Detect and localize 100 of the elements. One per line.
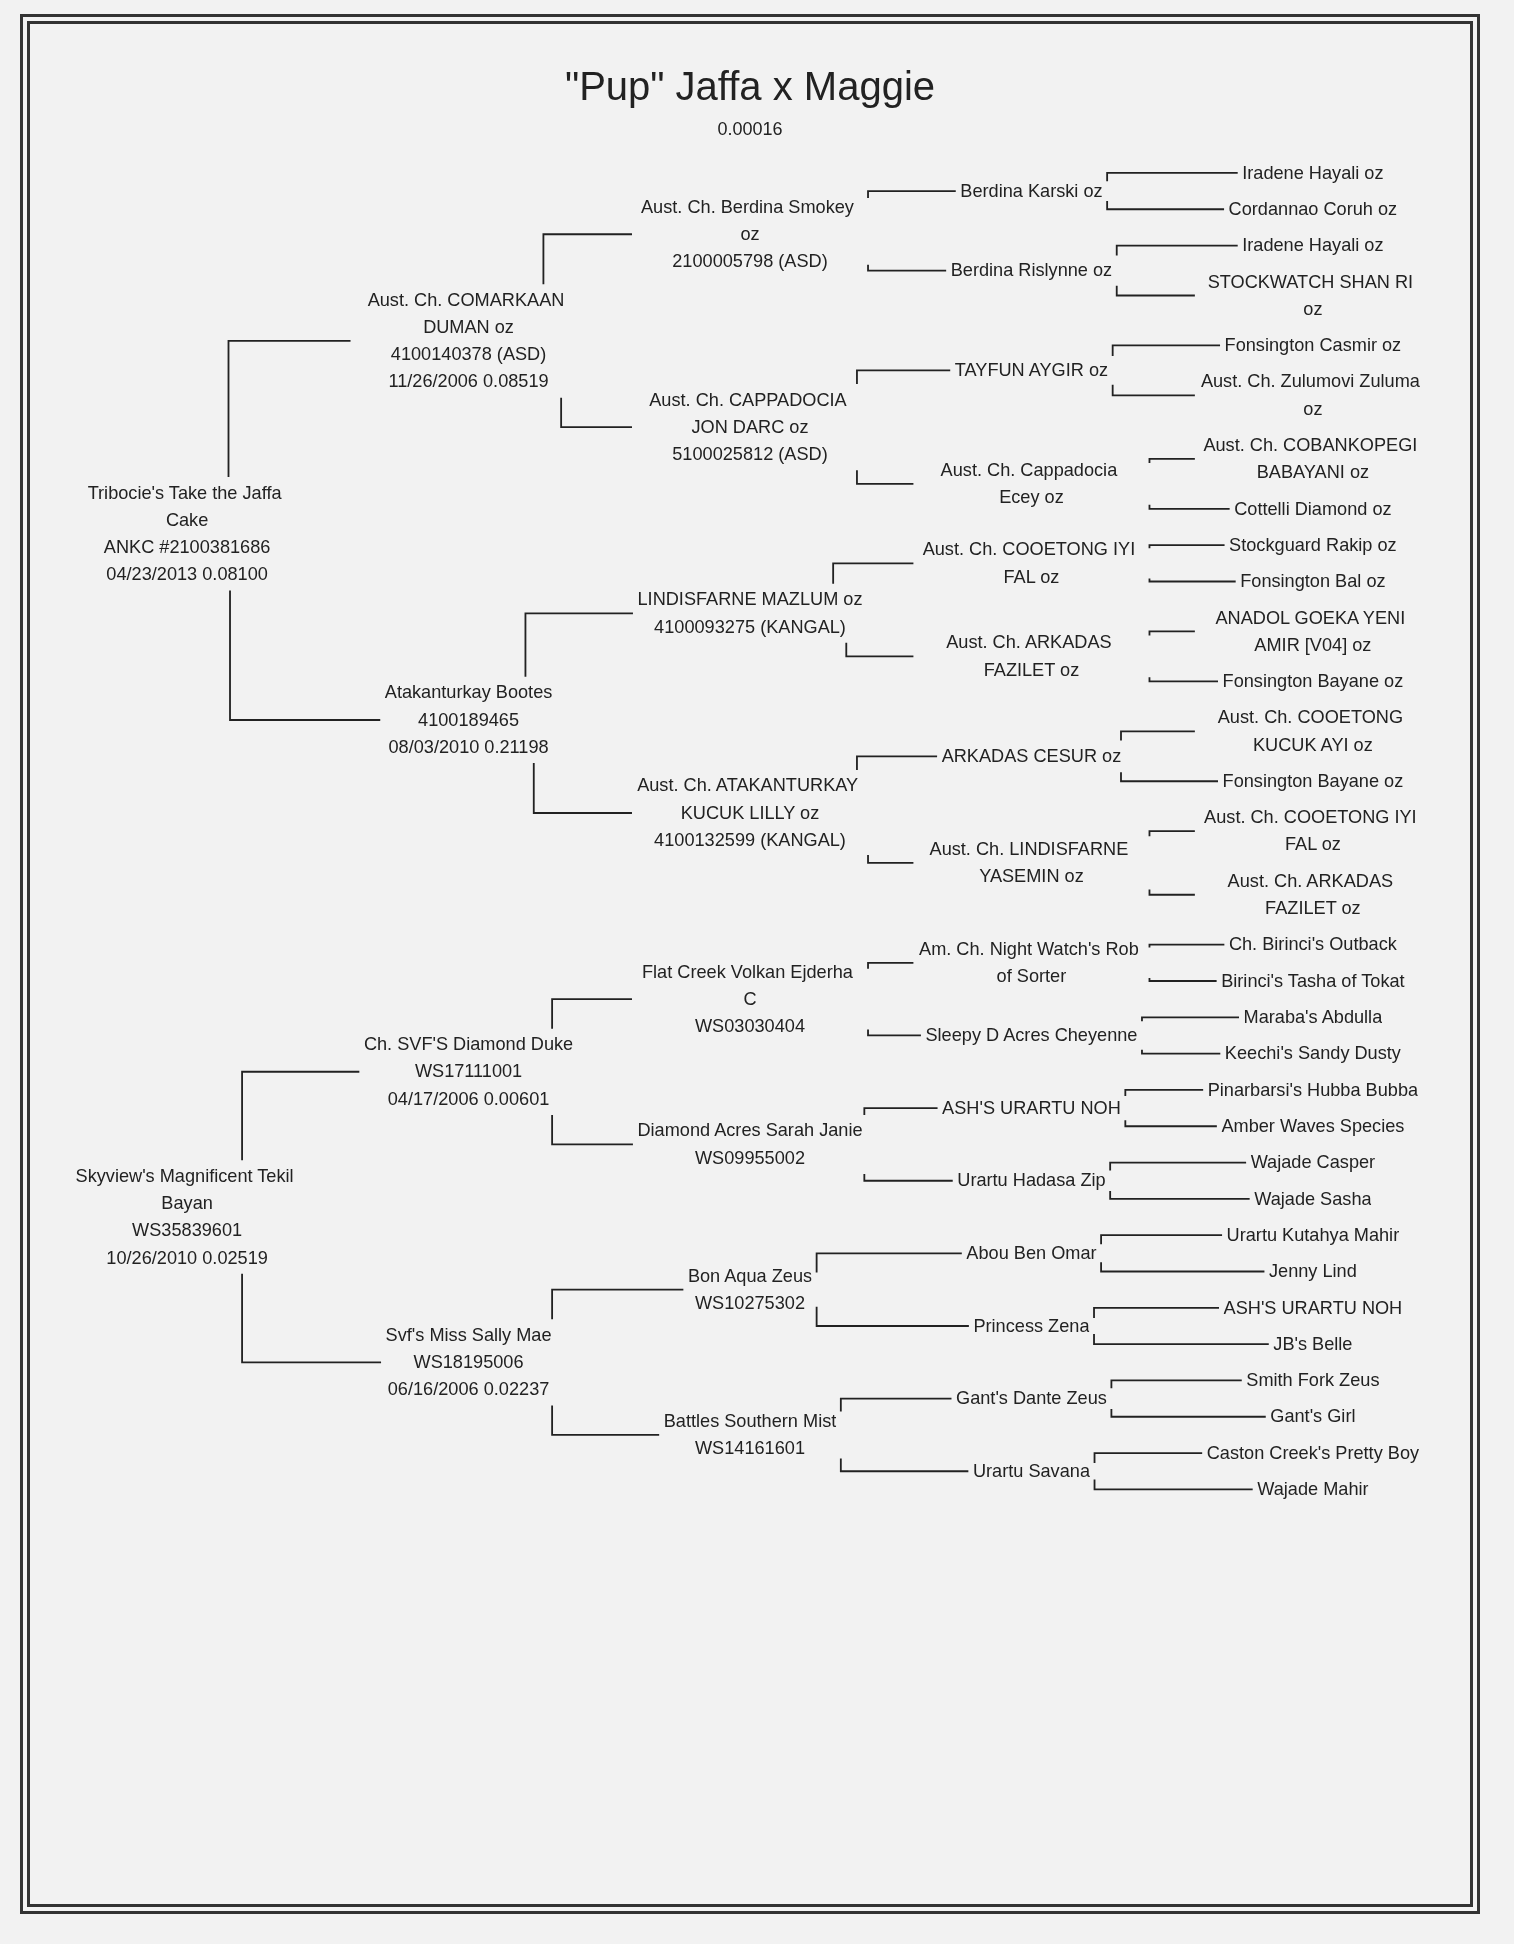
connector — [1111, 383, 1196, 397]
node-text: Fonsington Bayane oz — [1222, 671, 1404, 691]
node-text: Cottelli Diamond oz — [1234, 498, 1392, 518]
connector — [542, 233, 633, 286]
node-text: ANADOL GOEKA YENI AMIR [V04] oz — [1215, 607, 1406, 655]
connector — [241, 1070, 361, 1162]
connector — [1141, 1048, 1222, 1055]
node-text: Maraba's Abdulla — [1243, 1007, 1383, 1027]
connector — [1115, 284, 1196, 297]
node-text: Aust. Ch. COOETONG IYI FAL oz — [922, 539, 1136, 587]
node-text: Princess Zena — [973, 1315, 1090, 1336]
node-text: Diamond Acres Sarah Janie WS09955002 — [637, 1120, 863, 1168]
node-text: Wajade Casper — [1250, 1152, 1376, 1172]
node-text: Aust. Ch. Zulumovi Zuluma oz — [1200, 371, 1420, 419]
coefficient-label: 0.00016 — [717, 119, 783, 139]
connector — [1115, 244, 1239, 257]
node-text: Amber Waves Species — [1221, 1116, 1405, 1136]
connector — [1141, 1016, 1240, 1023]
node-text: Pinarbarsi's Hubba Bubba — [1207, 1079, 1419, 1100]
connector — [1148, 977, 1218, 982]
connector — [1120, 771, 1219, 783]
connector — [856, 469, 915, 485]
connector — [1148, 676, 1219, 683]
node-text: Wajade Sasha — [1254, 1188, 1372, 1208]
node-text: Atakanturkay Bootes 4100189465 08/03/2010 0.21198 — [384, 682, 553, 757]
node-text: ASH'S URARTU NOH — [1223, 1297, 1403, 1317]
node-text: Ch. SVF'S Diamond Duke WS17111001 04/17/2006 0.00601 — [363, 1034, 574, 1109]
connector — [1124, 1119, 1218, 1128]
node-text: Aust. Ch. ATAKANTURKAY KUCUK LILLY oz 4100132599 (KANGAL) — [637, 775, 858, 850]
connector — [832, 562, 915, 585]
connector — [1148, 544, 1226, 550]
connector — [867, 263, 948, 272]
node-text: Jenny Lind — [1268, 1261, 1357, 1281]
node-text: Urartu Savana — [972, 1461, 1090, 1481]
connector — [1148, 577, 1237, 583]
pedigree-tree: Tribocie's Take the Jaffa Cake ANKC #2100381686 04/23/2013 0.08100 Skyview's Magnificent Tekil Bayan WS35839601 10/26/2010 0.02519 Aust. Ch. COMARKAAN DUMAN oz 4100140378 (ASD) 11/26/2006 0.08519 Atakanturkay Bootes 4100189465 08/03/2010 0.21198 Ch. SVF'S Diamond Duke WS17111001 04/17/2006 0.00601 Svf's Miss Sally Mae WS18195006 06/16/2006 0.02237 Aust. Ch. Berdina Smokey oz 2100005798 (ASD) Aust. Ch. CAPPADOCIA JON DARC oz 5100025812 (ASD) LINDISFARNE MAZLUM oz 4100093275 (KANGAL) Aust. Ch. ATAKANTURKAY KUCUK LILLY oz 4100132599 (KANGAL) Flat Creek Volkan Ejderha C WS03030404 Diamond Acres Sarah Janie WS09955002 Bon Aqua Zeus WS10275302 Battles Southern Mist WS14161601 Berdina Karski oz Berdina Rislynne oz TAYFUN AYGIR oz Aust. Ch. Cappadocia Ecey oz Aust. Ch. COOETONG IYI FAL oz Aust. Ch. ARKADAS FAZILET oz ARKADAS CESUR oz Aust. Ch. LINDISFARNE YASEMIN oz Am. Ch. Night Watch's Rob of Sorter Sleepy D Acres Cheyenne ASH'S URARTU NOH Urartu Hadasa Zip Abou Ben Omar Princess Zena Gant's Dante Zeus Urartu Savana Iradene Hayali oz Cordannao Coruh oz Iradene Hayali oz STOCKWATCH SHAN RI oz Fonsington Casmir oz Aust. Ch. Zulumovi Zuluma oz Aust. Ch. COBANKOPEGI BABAYANI oz Cottelli Diamond oz Stockguard Rakip oz Fonsington Bal oz ANADOL GOEKA YENI AMIR [V04] oz Fonsington Bayane oz Aust. Ch. COOETONG KUCUK AYI oz Fonsington Bayane oz Aust. Ch. COOETONG IYI FAL oz Aust. Ch. ARKADAS FAZILET oz Ch. Birinci's Outback Birinci's Tasha of Tokat Maraba's Abdulla Keechi's Sandy Dusty Pinarbarsi's Hubba Bubba Amber Waves Species Wajade Casper Wajade Sasha Urartu Kutahya Mahir Jenny Lind ASH'S URARTU NOH JB's Belle Smith Fork Zeus Gant's Girl Caston Creek's Pretty Boy Wajade Mahir — [60, 148, 1440, 1515]
node-text: Cordannao Coruh oz — [1228, 199, 1398, 219]
node-text: Birinci's Tasha of Tokat — [1221, 970, 1405, 991]
connector — [551, 1404, 661, 1436]
connector — [1110, 1408, 1267, 1418]
connector — [1148, 830, 1196, 838]
node-text: Skyview's Magnificent Tekil Bayan WS35839601 10/26/2010 0.02519 — [75, 1165, 294, 1267]
connector — [815, 1305, 970, 1327]
connector — [1106, 172, 1239, 183]
node-text: Berdina Rislynne oz — [950, 260, 1113, 280]
node-text: Aust. Ch. COOETONG IYI FAL oz — [1204, 807, 1417, 854]
node-text: Aust. Ch. Cappadocia Ecey oz — [940, 460, 1118, 507]
node-text: Stockguard Rakip oz — [1229, 534, 1397, 555]
node-text: Aust. Ch. Berdina Smokey oz 2100005798 (ASD) — [641, 196, 854, 271]
node-text: Wajade Mahir — [1257, 1479, 1369, 1499]
connector — [1120, 730, 1196, 742]
connector — [1110, 1379, 1243, 1390]
connector — [839, 1457, 970, 1473]
node-text: Gant's Dante Zeus — [956, 1388, 1107, 1408]
connector — [551, 1288, 685, 1321]
connector — [1093, 1306, 1220, 1319]
node-text: Abou Ben Omar — [966, 1243, 1097, 1263]
connector — [532, 762, 633, 814]
connector — [1093, 1333, 1270, 1346]
connector — [1148, 458, 1196, 464]
node-text: ASH'S URARTU NOH — [942, 1097, 1121, 1118]
connector — [867, 961, 915, 970]
node-text: Urartu Kutahya Mahir — [1226, 1224, 1400, 1245]
node-text: Fonsington Casmir oz — [1224, 335, 1402, 355]
node-text: Smith Fork Zeus — [1246, 1370, 1380, 1390]
connector — [845, 641, 915, 658]
connector — [1093, 1478, 1254, 1491]
node-text: LINDISFARNE MAZLUM oz 4100093275 (KANGAL) — [637, 589, 863, 636]
node-text: STOCKWATCH SHAN RI oz — [1207, 271, 1414, 319]
connector — [227, 340, 352, 479]
connector — [1100, 1261, 1266, 1273]
connector — [863, 1107, 939, 1116]
node-text: Aust. Ch. LINDISFARNE YASEMIN oz — [929, 839, 1129, 886]
connector — [560, 396, 633, 429]
node-text: Berdina Karski oz — [960, 180, 1103, 201]
node-text: Aust. Ch. COOETONG KUCUK AYI oz — [1217, 707, 1404, 755]
node-text: Iradene Hayali oz — [1242, 162, 1384, 183]
connector — [839, 1397, 953, 1413]
node-text: Svf's Miss Sally Mae WS18195006 06/16/2006 0.02237 — [385, 1324, 552, 1399]
node-text: Aust. Ch. COMARKAAN DUMAN oz 4100140378 (ASD) 11/26/2006 0.08519 — [367, 289, 565, 391]
title: "Pup" Jaffa x Maggie — [564, 64, 936, 109]
connector — [1124, 1089, 1205, 1097]
connector — [867, 190, 957, 199]
node-text: Aust. Ch. COBANKOPEGI BABAYANI oz — [1203, 435, 1418, 482]
connector — [863, 1173, 954, 1182]
node-text: JB's Belle — [1273, 1333, 1353, 1354]
connector — [1148, 943, 1226, 949]
connector — [856, 755, 938, 771]
node-text: ARKADAS CESUR oz — [941, 746, 1122, 766]
connector — [1109, 1189, 1251, 1200]
node-text: Keechi's Sandy Dusty — [1224, 1043, 1401, 1063]
node-text: Urartu Hadasa Zip — [957, 1170, 1106, 1190]
node-text: Bon Aqua Zeus WS10275302 — [687, 1265, 813, 1313]
connector — [1148, 503, 1231, 510]
connector — [524, 612, 634, 678]
connector — [551, 1114, 634, 1146]
connector — [1109, 1161, 1247, 1172]
node-text: Sleepy D Acres Cheyenne — [925, 1025, 1138, 1045]
connector — [551, 998, 633, 1030]
node-text: TAYFUN AYGIR oz — [954, 360, 1109, 380]
